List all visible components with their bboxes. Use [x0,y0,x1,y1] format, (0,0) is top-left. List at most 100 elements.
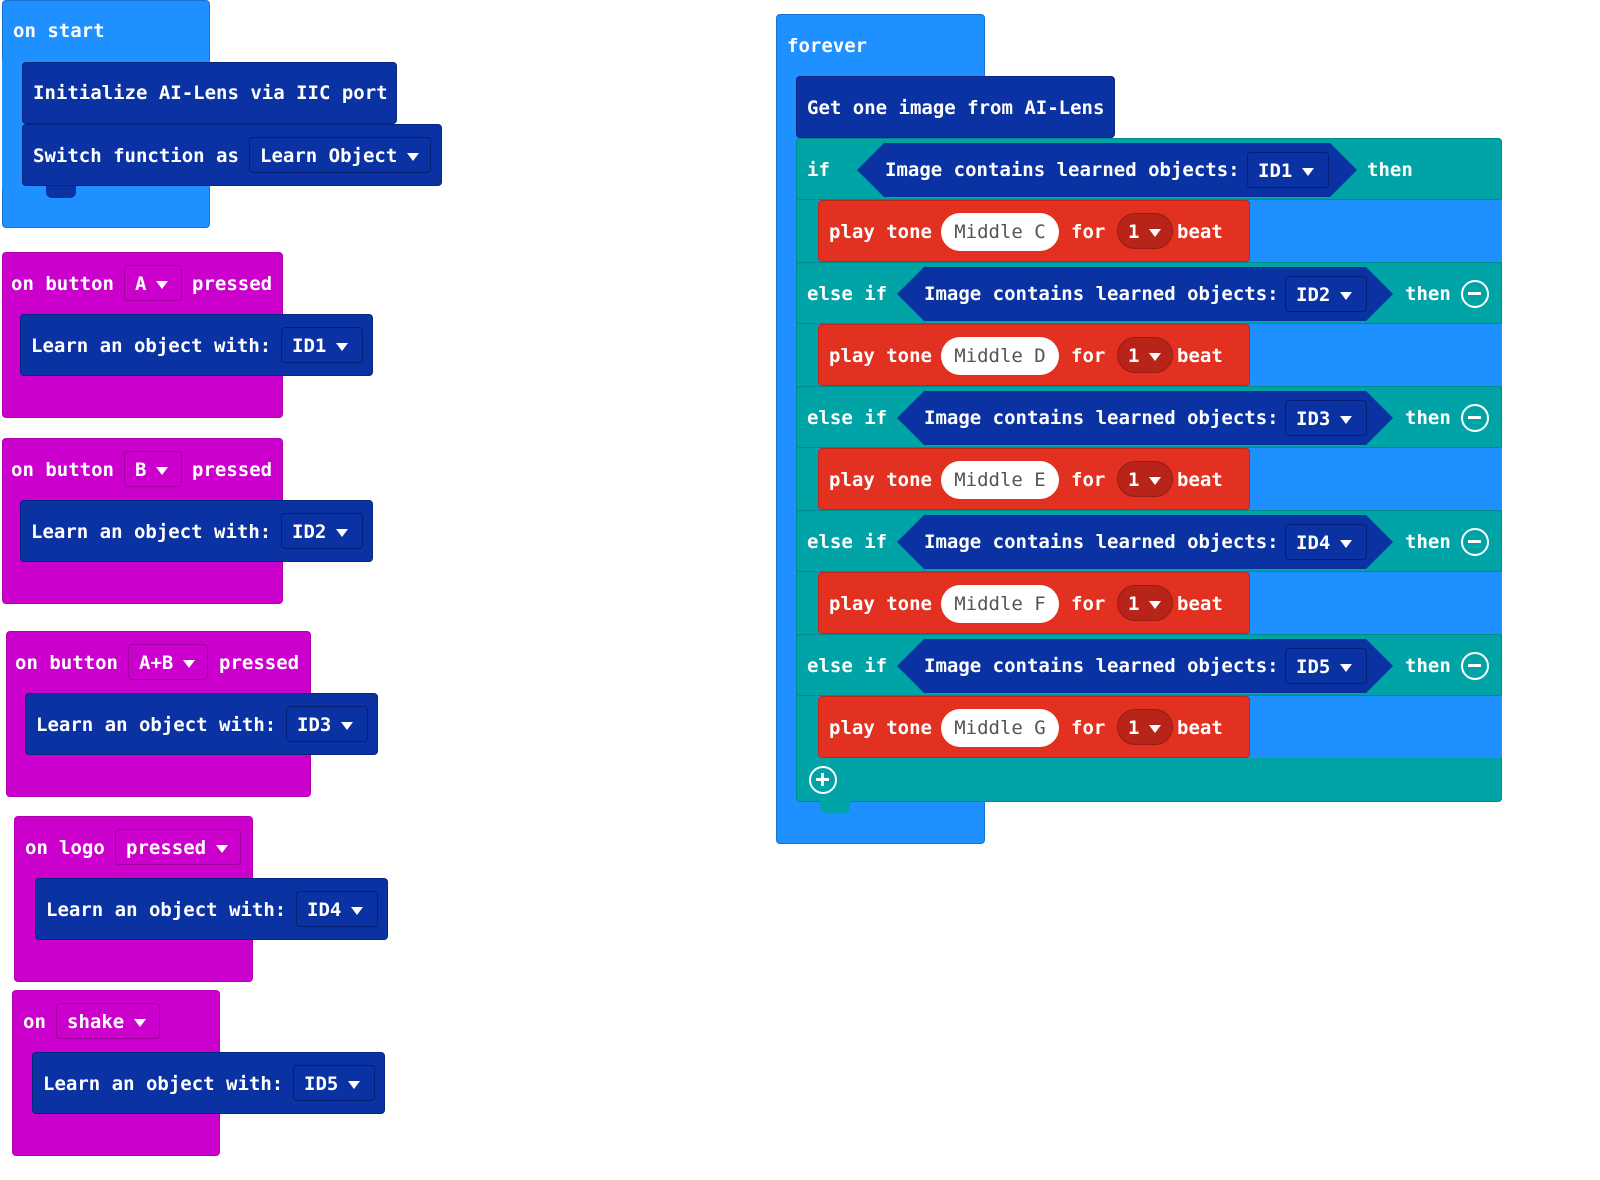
condition-block[interactable] [857,143,1357,197]
play-tone-block[interactable]: play tone Middle F for 1 beat [818,572,1250,634]
learn-object-block[interactable]: Learn an object with: ID2 [20,500,373,562]
else-if-row[interactable]: else if Image contains learned objects: … [796,510,1502,572]
note-picker[interactable]: Middle E [941,461,1059,499]
then-keyword: then [1405,407,1451,429]
condition-block[interactable] [897,267,1393,321]
learn-label: Learn an object with: [31,335,272,357]
note-picker[interactable]: Middle F [941,585,1059,623]
id-dropdown[interactable]: ID1 [281,327,363,363]
play-tone-block[interactable]: play tone Middle E for 1 beat [818,448,1250,510]
else-if-row[interactable]: else if Image contains learned objects: … [796,386,1502,448]
note-picker[interactable]: Middle D [941,337,1059,375]
event-suffix-label: pressed [192,459,273,481]
condition-label: Image contains learned objects: [924,531,1279,553]
condition-label: Image contains learned objects: [924,283,1279,305]
play-tone-block[interactable]: play tone Middle D for 1 beat [818,324,1250,386]
chevron-down-icon [1340,415,1353,424]
for-label: for [1071,593,1106,615]
beat-label: beat [1177,469,1223,491]
condition-label: Image contains learned objects: [924,407,1279,429]
event-suffix-label: pressed [192,273,273,295]
note-picker[interactable]: Middle C [941,213,1059,251]
event-suffix-label: pressed [219,652,300,674]
id-value: ID2 [292,521,327,543]
remove-branch-icon[interactable] [1461,652,1489,680]
init-ai-lens-block[interactable]: Initialize AI-Lens via IIC port [22,62,397,124]
condition-block[interactable] [897,515,1393,569]
chevron-down-icon [336,342,349,351]
chevron-down-icon [156,466,169,475]
beat-value: 1 [1128,345,1140,367]
if-row[interactable]: if Image contains learned objects: ID1 t… [796,138,1502,200]
chevron-down-icon [1149,724,1162,733]
id-dropdown[interactable]: ID5 [293,1065,375,1101]
id-dropdown[interactable]: ID4 [296,891,378,927]
switch-function-label: Switch function as [33,145,239,167]
id-dropdown[interactable]: ID2 [281,513,363,549]
then-keyword: then [1405,283,1451,305]
id-dropdown[interactable]: ID4 [1285,524,1367,560]
beat-label: beat [1177,593,1223,615]
event-prefix-label: on [25,837,48,859]
gesture-dropdown[interactable]: shake [56,1003,160,1039]
id-dropdown[interactable]: ID3 [286,706,368,742]
then-keyword: then [1367,159,1413,181]
learn-label: Learn an object with: [31,521,272,543]
condition-block[interactable] [897,639,1393,693]
beat-dropdown[interactable]: 1 [1117,213,1173,249]
id-dropdown[interactable]: ID1 [1247,152,1329,188]
remove-branch-icon[interactable] [1461,528,1489,556]
condition-block[interactable] [897,391,1393,445]
on-start-label: on start [13,20,105,42]
id-value: ID1 [1258,160,1293,182]
play-tone-label: play tone [829,345,932,367]
logo-action-dropdown[interactable]: pressed [115,829,241,865]
beat-dropdown[interactable]: 1 [1117,337,1173,373]
chevron-down-icon [351,906,364,915]
id-dropdown[interactable]: ID3 [1285,400,1367,436]
function-dropdown[interactable]: Learn Object [249,137,431,173]
else-if-row[interactable]: else if Image contains learned objects: … [796,634,1502,696]
beat-value: 1 [1128,221,1140,243]
beat-dropdown[interactable]: 1 [1117,709,1173,745]
remove-branch-icon[interactable] [1461,404,1489,432]
chevron-down-icon [156,280,169,289]
learn-label: Learn an object with: [36,714,277,736]
get-image-block[interactable]: Get one image from AI-Lens [796,76,1115,138]
else-if-keyword: else if [807,531,888,553]
switch-function-block[interactable]: Switch function as Learn Object [22,124,442,186]
remove-branch-icon[interactable] [1461,280,1489,308]
id-value: ID5 [304,1073,339,1095]
add-branch-icon[interactable] [809,766,837,794]
chevron-down-icon [1340,291,1353,300]
learn-object-block[interactable]: Learn an object with: ID1 [20,314,373,376]
event-prefix-label: on button [15,652,118,674]
beat-label: beat [1177,717,1223,739]
event-prefix-label: on button [11,273,114,295]
note-picker[interactable]: Middle G [941,709,1059,747]
beat-value: 1 [1128,593,1140,615]
for-label: for [1071,345,1106,367]
id-dropdown[interactable]: ID2 [1285,276,1367,312]
else-if-keyword: else if [807,407,888,429]
chevron-down-icon [1149,228,1162,237]
learn-object-block[interactable]: Learn an object with: ID5 [32,1052,385,1114]
condition-label: Image contains learned objects: [924,655,1279,677]
button-dropdown[interactable]: A [124,265,182,301]
then-keyword: then [1405,531,1451,553]
for-label: for [1071,469,1106,491]
learn-object-block[interactable]: Learn an object with: ID4 [35,878,388,940]
chevron-down-icon [1340,663,1353,672]
else-if-row[interactable]: else if Image contains learned objects: … [796,262,1502,324]
learn-object-block[interactable]: Learn an object with: ID3 [25,693,378,755]
button-dropdown[interactable]: B [124,451,182,487]
chevron-down-icon [1149,352,1162,361]
beat-dropdown[interactable]: 1 [1117,461,1173,497]
if-keyword: if [807,159,830,181]
id-dropdown[interactable]: ID5 [1285,648,1367,684]
play-tone-block[interactable]: play tone Middle G for 1 beat [818,696,1250,758]
play-tone-block[interactable]: play tone Middle C for 1 beat [818,200,1250,262]
chevron-down-icon [336,528,349,537]
beat-dropdown[interactable]: 1 [1117,585,1173,621]
button-dropdown[interactable]: A+B [128,644,208,680]
